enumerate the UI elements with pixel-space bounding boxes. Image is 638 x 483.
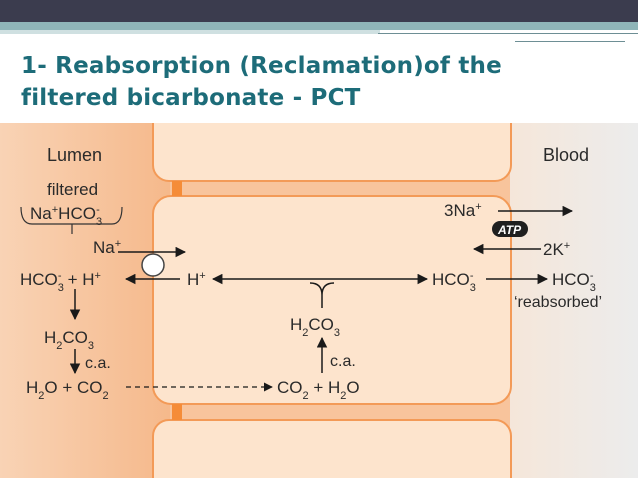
na-h-exchanger-icon [141, 253, 165, 277]
proximal-tubule-cell [152, 195, 512, 405]
header-rule [378, 33, 638, 34]
slide-top-stripe [0, 22, 638, 30]
slide-title-line-2: filtered bicarbonate - PCT [21, 85, 361, 111]
header-rule-short [515, 41, 625, 42]
lumen-label: Lumen [47, 145, 102, 165]
reabsorbed-label: ‘reabsorbed’ [514, 294, 602, 311]
lower-cell [152, 419, 512, 483]
pct-cell-diagram: Lumen Blood filtered Na+HCO3- Na+ HCO3-+… [0, 102, 638, 483]
atp-label: ATP [497, 223, 522, 237]
na-ion-label: Na+ [93, 238, 121, 257]
blood-label: Blood [543, 145, 589, 165]
lumen-ca-label: c.a. [85, 355, 111, 372]
cell-ca-label: c.a. [330, 353, 356, 370]
tight-junction-upper [172, 181, 182, 196]
slide-title: 1- Reabsorption (Reclamation)of the filt… [21, 50, 621, 114]
tight-junction-lower [172, 404, 182, 420]
slide-title-line-1: 1- Reabsorption (Reclamation)of the [21, 53, 502, 79]
diagram-svg: Lumen Blood filtered Na+HCO3- Na+ HCO3-+… [0, 102, 638, 483]
blood-region [500, 123, 638, 478]
three-na-label: 3Na+ [444, 201, 482, 220]
upper-cell [152, 102, 512, 182]
slide-top-bar [0, 0, 638, 22]
filtered-label: filtered [47, 180, 98, 199]
lumen-region [0, 123, 175, 478]
slide-top-stripe-light [0, 30, 380, 34]
atp-pump-icon [492, 221, 528, 237]
two-k-label: 2K+ [543, 240, 570, 259]
h2co3-dissociation-fork [309, 282, 335, 308]
